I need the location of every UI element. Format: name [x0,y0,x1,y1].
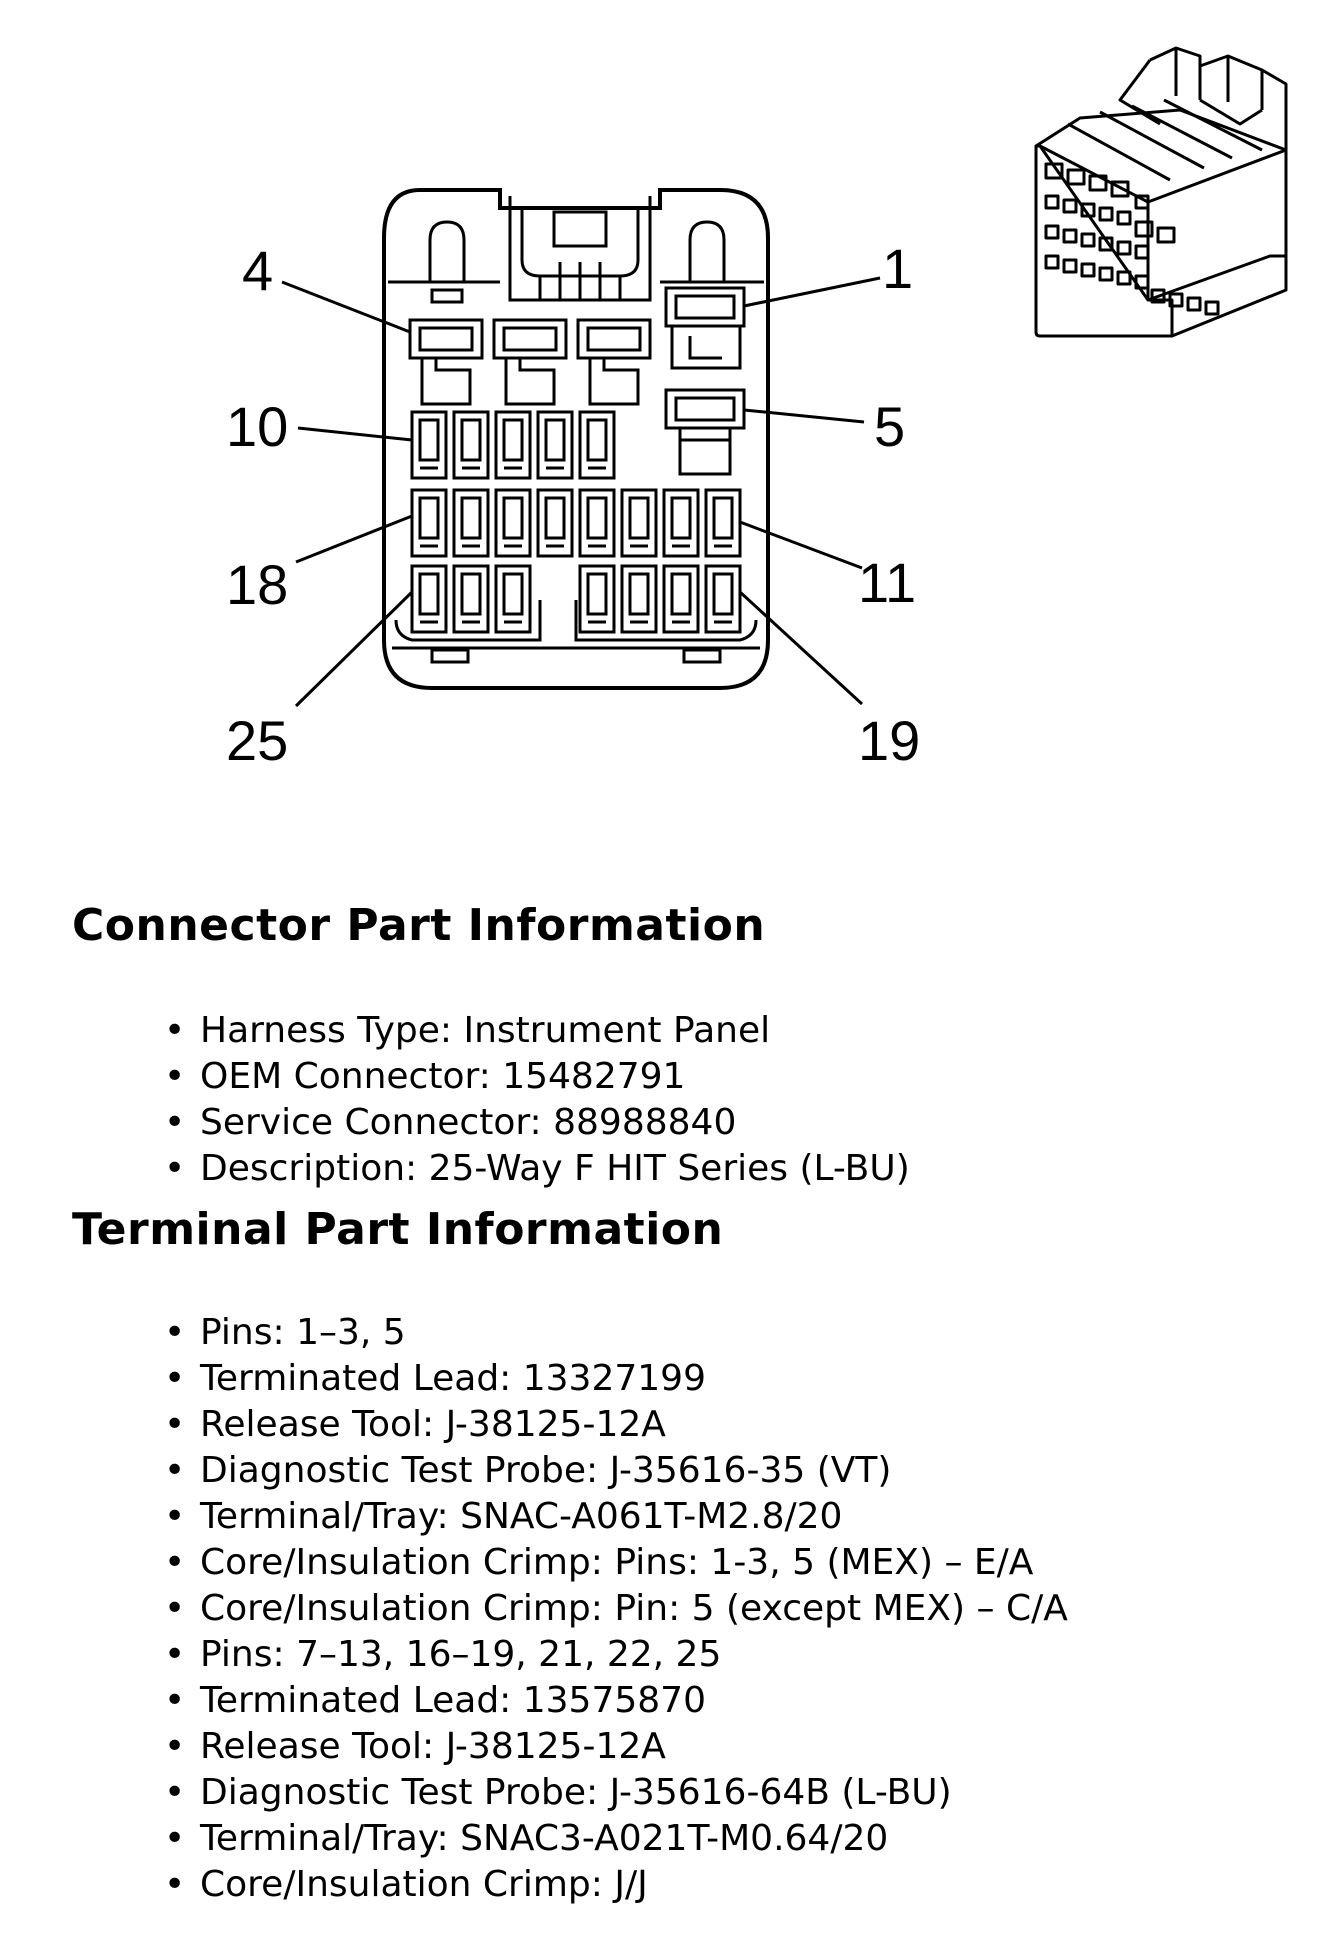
list-item: Terminal/Tray: SNAC-A061T-M2.8/20 [160,1494,1068,1540]
list-item: Terminal/Tray: SNAC3-A021T-M0.64/20 [160,1816,1068,1862]
pin-label-10: 10 [226,395,288,458]
list-item: OEM Connector: 15482791 [160,1054,910,1100]
list-item: Service Connector: 88988840 [160,1100,910,1146]
list-item: Description: 25-Way F HIT Series (L-BU) [160,1146,910,1192]
list-item: Pins: 7–13, 16–19, 21, 22, 25 [160,1632,1068,1678]
large-cavities [408,286,746,476]
list-item: Release Tool: J-38125-12A [160,1402,1068,1448]
connector-isometric-view [1034,46,1288,338]
small-cavities [410,410,742,634]
list-item: Release Tool: J-38125-12A [160,1724,1068,1770]
connector-part-info-list: Harness Type: Instrument Panel OEM Conne… [160,1008,910,1192]
list-item: Terminated Lead: 13575870 [160,1678,1068,1724]
connector-face [382,188,770,690]
list-item: Diagnostic Test Probe: J-35616-64B (L-BU… [160,1770,1068,1816]
connector-diagram: 4 1 10 5 18 11 25 19 [226,46,1288,772]
list-item: Pins: 1–3, 5 [160,1310,1068,1356]
pin-label-19: 19 [858,709,920,772]
pin-label-18: 18 [226,553,288,616]
pin-label-1: 1 [882,237,913,300]
pin-label-5: 5 [874,395,905,458]
list-item: Harness Type: Instrument Panel [160,1008,910,1054]
pin-label-25: 25 [226,709,288,772]
list-item: Diagnostic Test Probe: J-35616-35 (VT) [160,1448,1068,1494]
terminal-part-info-title: Terminal Part Information [72,1204,724,1255]
terminal-part-info-list: Pins: 1–3, 5 Terminated Lead: 13327199 R… [160,1310,1068,1908]
leader-lines [281,276,881,708]
pin-label-11: 11 [858,551,916,614]
connector-part-info-title: Connector Part Information [72,900,766,951]
list-item: Terminated Lead: 13327199 [160,1356,1068,1402]
pin-label-4: 4 [242,239,273,302]
list-item: Core/Insulation Crimp: J/J [160,1862,1068,1908]
list-item: Core/Insulation Crimp: Pin: 5 (except ME… [160,1586,1068,1632]
list-item: Core/Insulation Crimp: Pins: 1-3, 5 (MEX… [160,1540,1068,1586]
